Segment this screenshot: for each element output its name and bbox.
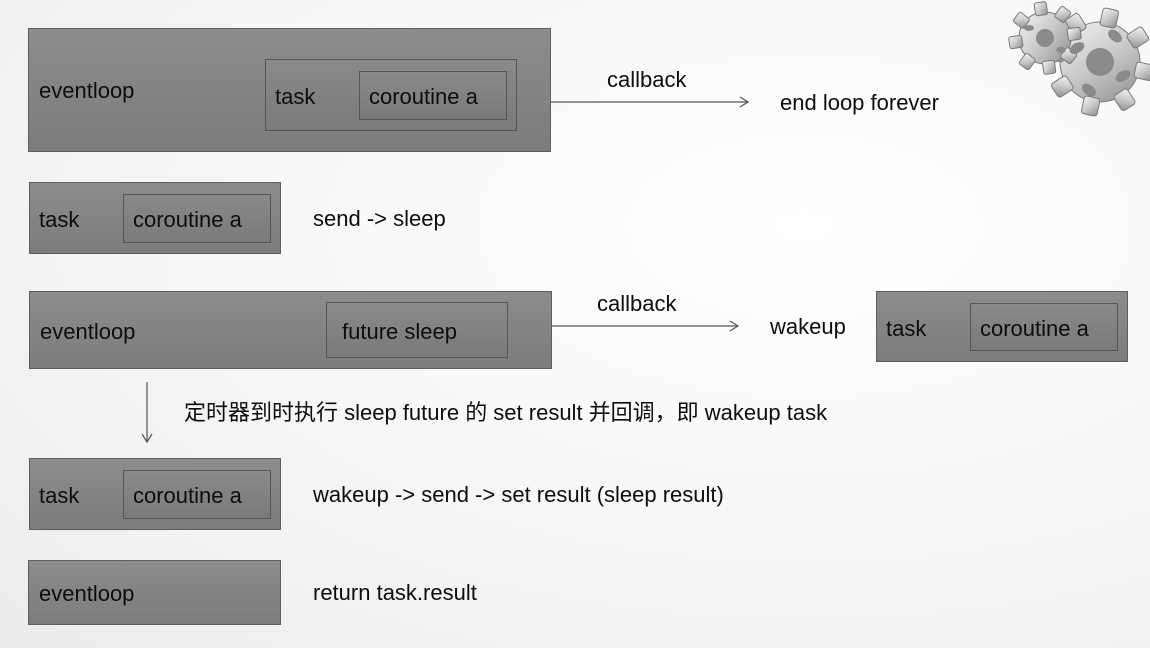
end-loop-forever-text: end loop forever: [780, 90, 939, 115]
eventloop-box-row3: eventloop future sleep: [29, 291, 552, 369]
coroutine-box: coroutine a: [123, 194, 271, 243]
eventloop-box-row5: eventloop: [28, 560, 281, 625]
timer-note: 定时器到时执行 sleep future 的 set result 并回调，即 …: [184, 400, 828, 425]
arrow-row1-head: [739, 96, 750, 108]
task-label: task: [39, 207, 80, 232]
coroutine-box: coroutine a: [123, 470, 271, 519]
eventloop-label: eventloop: [40, 319, 136, 344]
coroutine-label: coroutine a: [369, 84, 478, 109]
task-box-row4: task coroutine a: [29, 458, 281, 530]
eventloop-box-row1: eventloop task coroutine a: [28, 28, 551, 152]
arrow-down-head: [141, 433, 153, 444]
task-box: task coroutine a: [265, 59, 517, 131]
gear-cluster-icon: [1008, 1, 1150, 117]
coroutine-label: coroutine a: [133, 207, 242, 232]
return-task-result-text: return task.result: [313, 580, 477, 605]
send-sleep-text: send -> sleep: [313, 206, 446, 231]
task-label: task: [275, 84, 316, 109]
eventloop-label: eventloop: [39, 78, 135, 103]
task-box-row2: task coroutine a: [29, 182, 281, 254]
task-box-row3: task coroutine a: [876, 291, 1128, 362]
future-sleep-box: future sleep: [326, 302, 508, 358]
wakeup-send-set-result-text: wakeup -> send -> set result (sleep resu…: [313, 482, 724, 507]
task-label: task: [886, 316, 927, 341]
future-sleep-label: future sleep: [342, 319, 457, 344]
coroutine-label: coroutine a: [133, 483, 242, 508]
coroutine-box: coroutine a: [359, 71, 507, 120]
coroutine-box: coroutine a: [970, 303, 1118, 351]
eventloop-label: eventloop: [39, 581, 135, 606]
coroutine-label: coroutine a: [980, 316, 1089, 341]
callback-label-row3: callback: [597, 291, 677, 316]
task-label: task: [39, 483, 80, 508]
arrow-row3-head: [729, 320, 740, 332]
callback-label-row1: callback: [607, 67, 687, 92]
wakeup-text: wakeup: [770, 314, 846, 339]
